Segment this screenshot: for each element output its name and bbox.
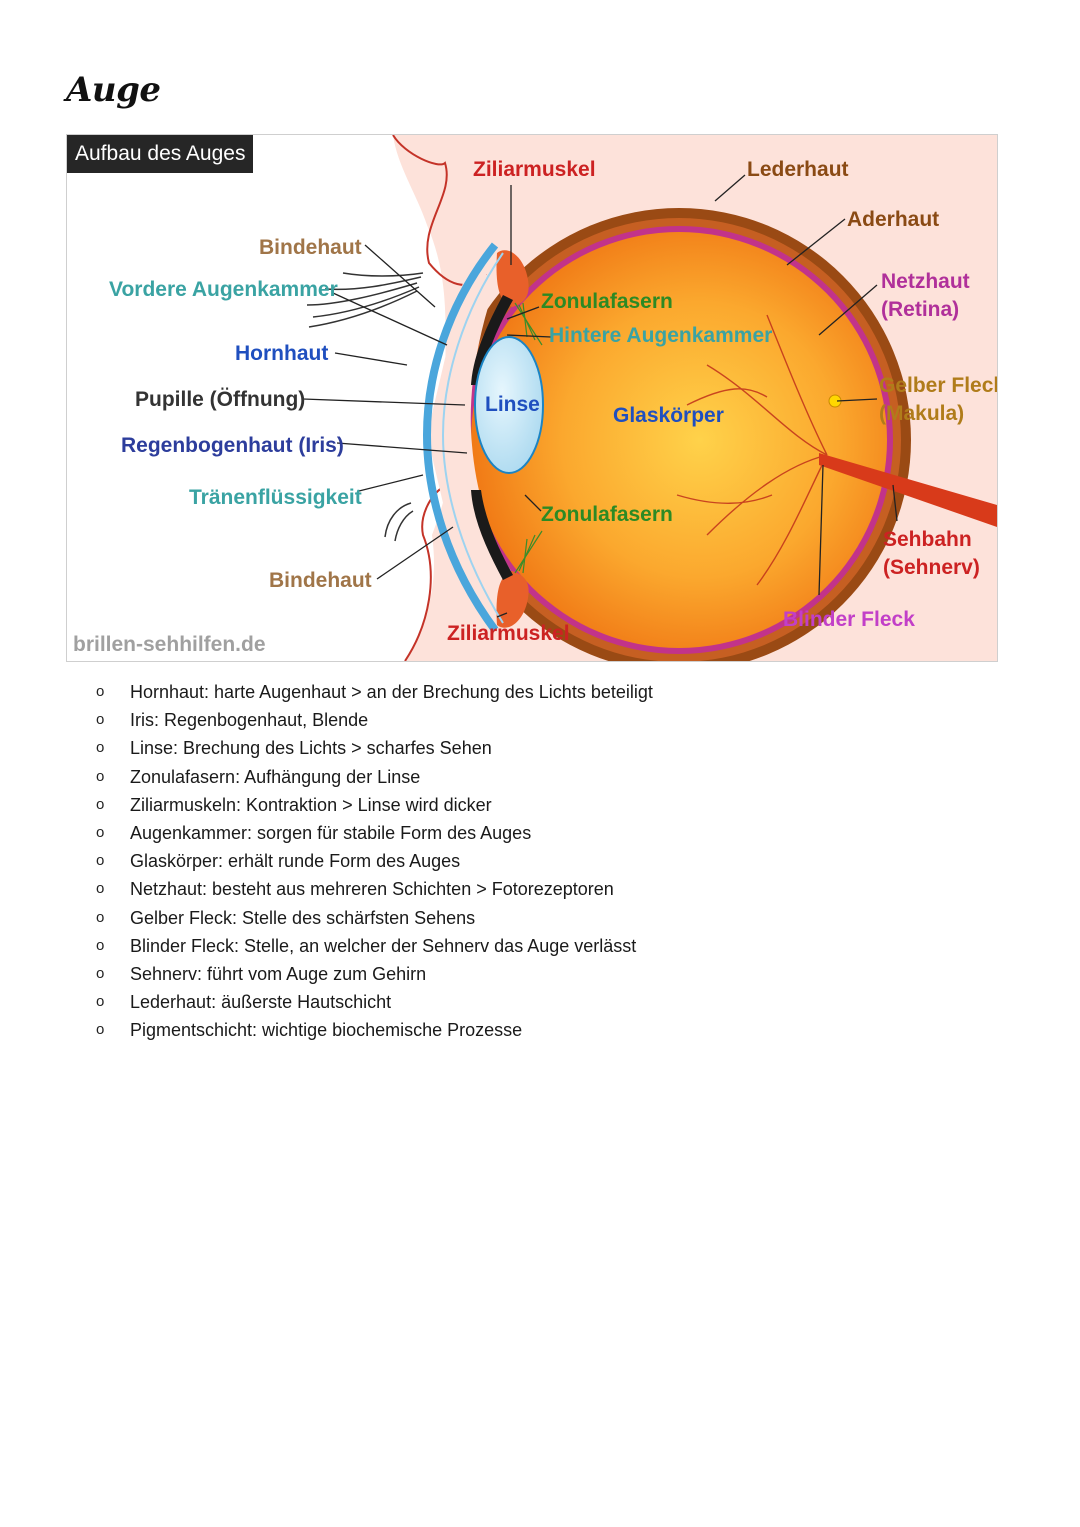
label-bindehaut-bottom: Bindehaut	[269, 569, 372, 592]
list-item: o Gelber Fleck: Stelle des schärfsten Seh…	[96, 904, 653, 932]
eye-illustration	[302, 135, 997, 661]
bullet-icon: o	[96, 936, 105, 954]
bullet-icon: o	[96, 993, 105, 1011]
zonular-fibers	[514, 302, 543, 574]
label-regenbogenhaut: Regenbogenhaut (Iris)	[121, 434, 344, 457]
list-item: o Pigmentschicht: wichtige biochemische P…	[96, 1016, 653, 1044]
label-zonulafasern-bottom: Zonulafasern	[541, 503, 673, 526]
label-vordere-augenkammer: Vordere Augenkammer	[109, 278, 338, 301]
bullet-icon: o	[96, 964, 105, 982]
bullet-icon: o	[96, 795, 105, 813]
list-item-text: Ziliarmuskeln: Kontraktion > Linse wird …	[130, 794, 492, 815]
optic-nerve	[819, 453, 997, 527]
notes-list: o Hornhaut: harte Augenhaut > an der Brec…	[96, 678, 653, 1044]
list-item-text: Pigmentschicht: wichtige biochemische Pr…	[130, 1020, 523, 1041]
eye-diagram: Aufbau des Auges Bindehaut Vordere Augen…	[66, 134, 998, 662]
bullet-icon: o	[96, 683, 105, 700]
label-blinder-fleck: Blinder Fleck	[783, 608, 915, 631]
list-item: o Ziliarmuskeln: Kontraktion > Linse wird…	[96, 791, 653, 819]
leader-lines	[302, 174, 898, 618]
lens	[474, 336, 544, 474]
label-linse: Linse	[485, 393, 540, 416]
page-title: Auge	[66, 70, 161, 110]
list-item: o Linse: Brechung des Lichts > scharfes S…	[96, 734, 653, 762]
label-retina: (Retina)	[881, 298, 960, 321]
list-item-text: Zonulafasern: Aufhängung der Linse	[130, 766, 421, 787]
label-pupille: Pupille (Öffnung)	[135, 388, 306, 411]
list-item-text: Netzhaut: besteht aus mehreren Schichten…	[130, 879, 614, 900]
cornea	[422, 242, 499, 633]
bullet-icon: o	[96, 880, 105, 898]
label-bindehaut-top: Bindehaut	[259, 236, 362, 259]
list-item: o Hornhaut: harte Augenhaut > an der Brec…	[96, 678, 653, 706]
bullet-icon: o	[96, 908, 105, 926]
list-item-text: Gelber Fleck: Stelle des schärfsten Sehe…	[130, 907, 476, 928]
eyelashes	[306, 272, 424, 542]
list-item-text: Augenkammer: sorgen für stabile Form des…	[130, 822, 532, 843]
ciliary-muscle-top	[496, 250, 529, 307]
label-makula: (Makula)	[879, 402, 965, 425]
list-item: o Lederhaut: äußerste Hautschicht	[96, 988, 653, 1016]
bullet-icon: o	[96, 852, 105, 870]
label-netzhaut: Netzhaut	[881, 270, 970, 293]
label-hornhaut: Hornhaut	[235, 342, 329, 365]
list-item: o Blinder Fleck: Stelle, an welcher der S…	[96, 932, 653, 960]
cornea-inner	[441, 252, 504, 624]
label-sehnerv: (Sehnerv)	[883, 556, 980, 579]
label-hintere-augenkammer: Hintere Augenkammer	[549, 324, 773, 347]
iris-bottom	[471, 490, 513, 580]
label-aderhaut: Aderhaut	[847, 208, 940, 231]
list-item: o Augenkammer: sorgen für stabile Form de…	[96, 819, 653, 847]
label-glaskoerper: Glaskörper	[613, 404, 724, 427]
list-item-text: Blinder Fleck: Stelle, an welcher der Se…	[130, 935, 637, 956]
label-ziliarmuskel-bottom: Ziliarmuskel	[447, 622, 570, 645]
blood-vessels	[676, 314, 828, 586]
bullet-icon: o	[96, 823, 105, 841]
figure-credit: brillen-sehhilfen.de	[73, 633, 266, 656]
list-item: o Netzhaut: besteht aus mehreren Schichte…	[96, 875, 653, 903]
list-item: o Glaskörper: erhält runde Form des Auges	[96, 847, 653, 875]
bullet-icon: o	[96, 711, 105, 729]
list-item: o Sehnerv: führt vom Auge zum Gehirn	[96, 960, 653, 988]
list-item-text: Sehnerv: führt vom Auge zum Gehirn	[130, 963, 427, 984]
list-item-text: Linse: Brechung des Lichts > scharfes Se…	[130, 738, 492, 759]
list-item-text: Lederhaut: äußerste Hautschicht	[130, 992, 392, 1013]
label-ziliarmuskel-top: Ziliarmuskel	[473, 158, 596, 181]
bullet-icon: o	[96, 739, 105, 757]
bullet-icon: o	[96, 767, 105, 785]
upper-eyelid-outline	[392, 135, 488, 286]
label-sehbahn: Sehbahn	[883, 528, 972, 551]
bullet-icon: o	[96, 1021, 105, 1039]
list-item-text: Glaskörper: erhält runde Form des Auges	[130, 851, 461, 872]
anterior-segment-cut	[427, 265, 527, 605]
list-item: o Zonulafasern: Aufhängung der Linse	[96, 763, 653, 791]
label-lederhaut: Lederhaut	[747, 158, 849, 181]
list-item-text: Hornhaut: harte Augenhaut > an der Brech…	[130, 682, 653, 702]
label-zonulafasern-top: Zonulafasern	[541, 290, 673, 313]
label-gelber-fleck: Gelber Fleck	[879, 374, 998, 397]
label-traenenfluessigkeit: Tränenflüssigkeit	[189, 486, 362, 509]
figure-header: Aufbau des Auges	[67, 135, 253, 173]
list-item: o Iris: Regenbogenhaut, Blende	[96, 706, 653, 734]
list-item-text: Iris: Regenbogenhaut, Blende	[130, 710, 369, 731]
